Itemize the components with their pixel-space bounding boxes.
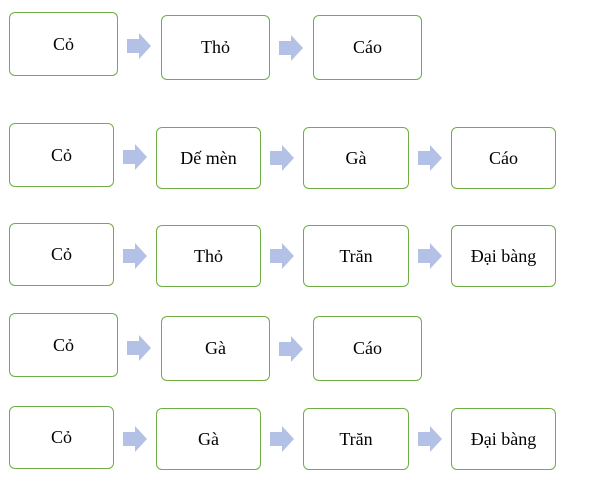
node-label: Đại bàng bbox=[470, 245, 537, 266]
node-label: Cỏ bbox=[52, 334, 74, 355]
right-arrow-icon bbox=[127, 33, 151, 59]
chain-3-node-1: Cỏ bbox=[9, 223, 114, 286]
right-arrow-icon bbox=[123, 144, 147, 170]
right-arrow-icon bbox=[270, 426, 294, 452]
chain-2-node-2: Dế mèn bbox=[156, 127, 261, 189]
chain-2-node-1: Cỏ bbox=[9, 123, 114, 187]
node-label: Cáo bbox=[353, 37, 382, 57]
right-arrow-icon bbox=[270, 243, 294, 269]
right-arrow-icon bbox=[418, 426, 442, 452]
chain-2-node-4: Cáo bbox=[451, 127, 556, 189]
right-arrow-icon bbox=[127, 335, 151, 361]
chain-1-node-1: Cỏ bbox=[9, 12, 118, 76]
node-label: Cỏ bbox=[50, 244, 72, 264]
chain-4-node-3: Cáo bbox=[313, 316, 422, 381]
chain-3-node-4: Đại bàng bbox=[451, 225, 556, 287]
chain-4-node-1: Cỏ bbox=[9, 313, 118, 377]
chain-2-node-3: Gà bbox=[303, 127, 409, 189]
node-label: Gà bbox=[198, 428, 219, 449]
node-label: Đại bàng bbox=[470, 428, 537, 449]
node-label: Gà bbox=[345, 147, 367, 168]
right-arrow-icon bbox=[279, 35, 303, 61]
chain-3-node-2: Thỏ bbox=[156, 225, 261, 287]
right-arrow-icon bbox=[418, 145, 442, 171]
node-label: Cỏ bbox=[52, 33, 74, 54]
node-label: Cáo bbox=[489, 147, 518, 168]
chain-5-node-1: Cỏ bbox=[9, 406, 114, 469]
chain-1-node-3: Cáo bbox=[313, 15, 422, 80]
chain-4-node-2: Gà bbox=[161, 316, 270, 381]
node-label: Dế mèn bbox=[180, 147, 237, 168]
right-arrow-icon bbox=[123, 243, 147, 269]
node-label: Cỏ bbox=[50, 427, 72, 447]
right-arrow-icon bbox=[270, 145, 294, 171]
node-label: Cáo bbox=[353, 338, 382, 358]
node-label: Trăn bbox=[339, 245, 373, 266]
chain-5-node-3: Trăn bbox=[303, 408, 409, 470]
chain-5-node-4: Đại bàng bbox=[451, 408, 556, 470]
node-label: Thỏ bbox=[194, 245, 223, 266]
node-label: Gà bbox=[205, 338, 226, 358]
node-label: Cỏ bbox=[50, 144, 72, 165]
right-arrow-icon bbox=[279, 336, 303, 362]
node-label: Trăn bbox=[339, 428, 373, 449]
right-arrow-icon bbox=[123, 426, 147, 452]
chain-3-node-3: Trăn bbox=[303, 225, 409, 287]
node-label: Thỏ bbox=[201, 37, 230, 57]
right-arrow-icon bbox=[418, 243, 442, 269]
chain-1-node-2: Thỏ bbox=[161, 15, 270, 80]
chain-5-node-2: Gà bbox=[156, 408, 261, 470]
